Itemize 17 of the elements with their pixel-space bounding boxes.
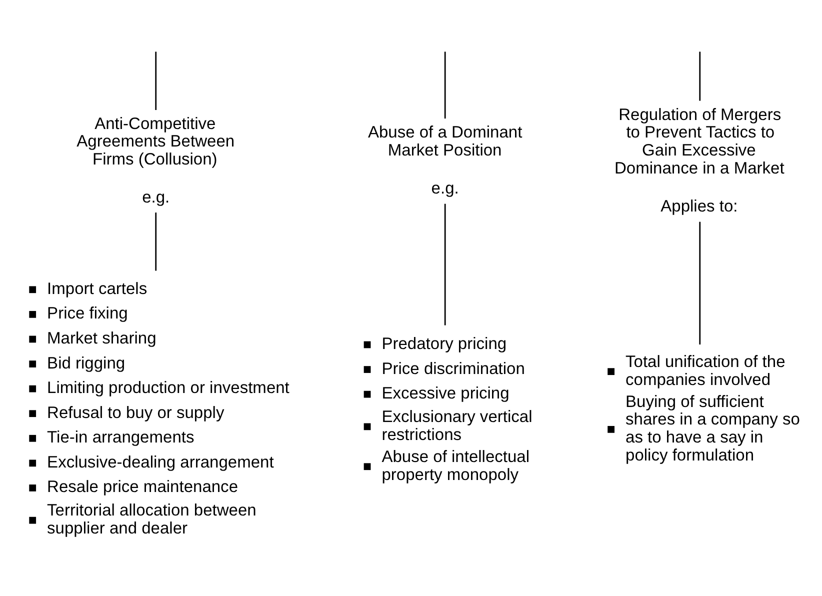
connector bbox=[155, 212, 157, 270]
node-text: Anti-Competitive Agreements Between Firms (Collusion) e.g. bbox=[76, 113, 235, 206]
connector bbox=[699, 51, 701, 100]
node-label: Abuse of intellectual property monopoly bbox=[382, 446, 530, 484]
node-label: Predatory pricing bbox=[382, 333, 507, 352]
connector bbox=[444, 51, 446, 118]
node-text: Regulation of Mergers to Prevent Tactics to Gain Excessive Dominance in a Market Applies to: bbox=[614, 104, 784, 215]
node-label: Total unification of the companies involved bbox=[626, 351, 786, 388]
node-label: Price discrimination bbox=[382, 358, 525, 378]
connector bbox=[699, 221, 701, 344]
node-label: Excessive pricing bbox=[382, 383, 510, 402]
node-text: Abuse of a Dominant Market Position e.g. bbox=[368, 122, 522, 197]
connector bbox=[155, 51, 157, 110]
node-label: Buying of sufficient shares in a company so as to have a say in policy formulation bbox=[626, 391, 800, 464]
node-label: Exclusionary vertical restrictions bbox=[382, 406, 532, 444]
node-text: Import cartels Price fixing Market sharing Bid rigging Limiting production or investment Refusal to buy or supply Tie-in arrangements Exclusive-dealing arrangement Resale price maintenance Territorial allocation between supplier and dealer bbox=[47, 278, 290, 538]
connector bbox=[444, 203, 446, 325]
